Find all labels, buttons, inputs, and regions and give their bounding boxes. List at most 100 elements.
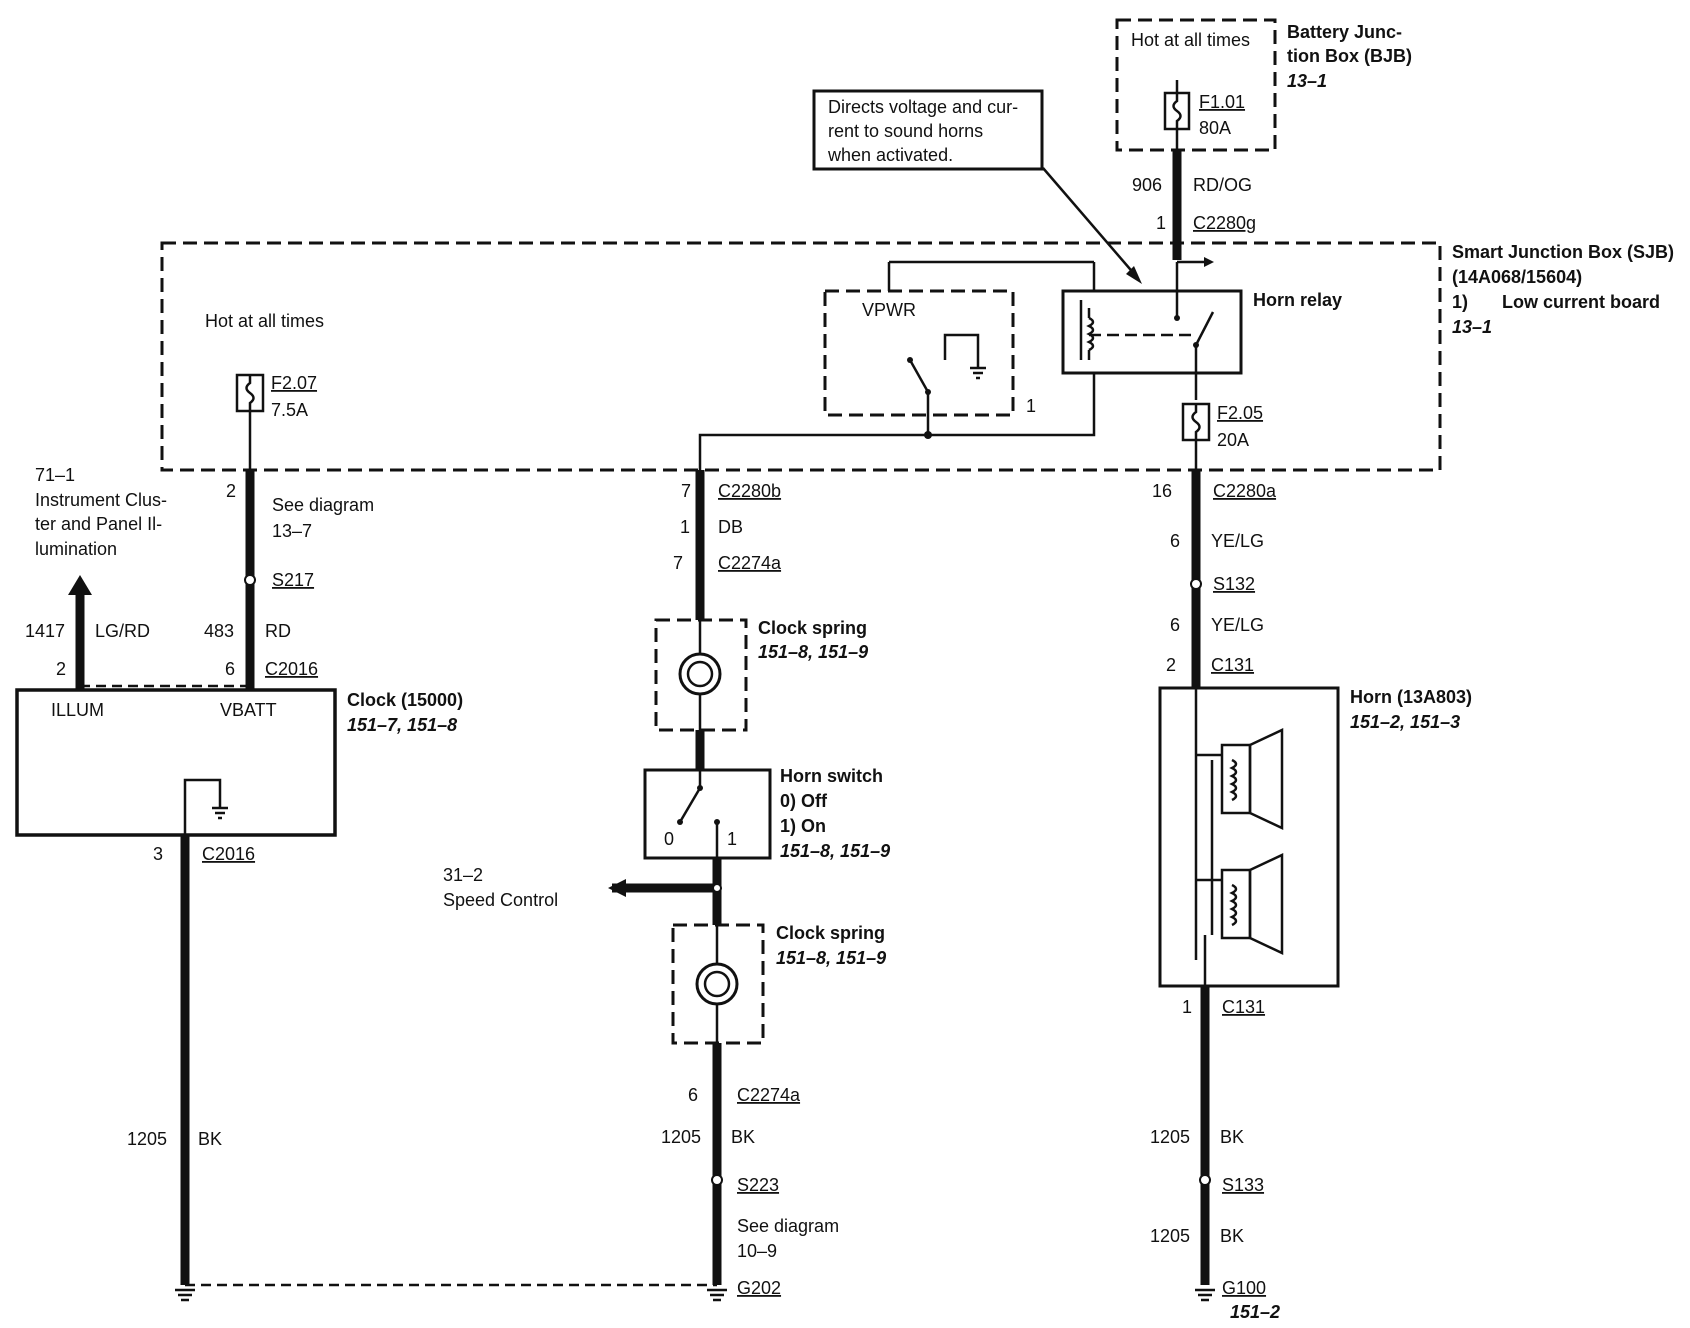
wire-1417-color: LG/RD — [95, 621, 150, 641]
horn-relay — [1061, 289, 1243, 375]
fuse-f101-element-icon — [1172, 93, 1182, 129]
ic-line3: lumination — [35, 539, 117, 559]
bjb-ref: 13–1 — [1287, 71, 1327, 91]
splice-s132-icon — [1190, 578, 1202, 590]
note-line3: when activated. — [827, 145, 953, 165]
connector-c2274a-bottom: C2274a — [737, 1085, 801, 1105]
wire-483-number: 483 — [204, 621, 234, 641]
ic-line2: ter and Panel Il- — [35, 514, 162, 534]
wire-1205-r1-number: 1205 — [1150, 1127, 1190, 1147]
connector-c2274a-top: C2274a — [718, 553, 782, 573]
pin-16-c2280a: 16 — [1152, 481, 1172, 501]
clock-spring-upper: Clock spring 151–8, 151–9 — [654, 618, 868, 732]
pin-c2280g: 1 — [1156, 213, 1166, 233]
horn-switch: 0 1 Horn switch 0) Off 1) On 151–8, 151–… — [643, 766, 890, 861]
sjb-hot-label: Hot at all times — [205, 311, 324, 331]
clock-name: Clock (15000) — [347, 690, 463, 710]
ic-line1: Instrument Clus- — [35, 490, 167, 510]
smart-junction-box: Smart Junction Box (SJB) (14A068/15604) … — [160, 241, 1674, 472]
fuse-f207-amp: 7.5A — [271, 400, 308, 420]
connector-c2016-bottom: C2016 — [202, 844, 255, 864]
splice-s223: S223 — [737, 1175, 779, 1195]
see-diagram-1: See diagram — [272, 495, 374, 515]
horn-switch-pos1: 1 — [727, 829, 737, 849]
vpwr-label: VPWR — [862, 300, 916, 320]
wire-1205-left-number: 1205 — [127, 1129, 167, 1149]
relay-contact-icon — [1194, 311, 1215, 346]
note-line1: Directs voltage and cur- — [828, 97, 1018, 117]
wire-yelg-a-number: 6 — [1170, 531, 1180, 551]
sjb-name-line2: (14A068/15604) — [1452, 267, 1582, 287]
connector-c2280b: C2280b — [718, 481, 781, 501]
wire-906-color: RD/OG — [1193, 175, 1252, 195]
splice-s217: S217 — [272, 570, 314, 590]
instrument-cluster-link: 71–1 Instrument Clus- ter and Panel Il- … — [25, 465, 167, 690]
clock-spring-lower-icon — [695, 962, 739, 1006]
connector-c2280a: C2280a — [1213, 481, 1277, 501]
wire-1205-r2-number: 1205 — [1150, 1226, 1190, 1246]
see-diagram-1-ref: 13–7 — [272, 521, 312, 541]
horn-switch-ref: 151–8, 151–9 — [780, 841, 890, 861]
speed-control-label: Speed Control — [443, 890, 558, 910]
horn-switch-pos0: 0 — [664, 829, 674, 849]
horn-switch-contact-icon — [678, 787, 702, 823]
clock-illum-pin: ILLUM — [51, 700, 104, 720]
bjb-name-line2: tion Box (BJB) — [1287, 46, 1412, 66]
splice-s217-icon — [244, 574, 256, 586]
pin-2-clock: 2 — [56, 659, 66, 679]
wire-db-number: 1 — [680, 517, 690, 537]
wire-yelg-b-color: YE/LG — [1211, 615, 1264, 635]
ic-ref: 71–1 — [35, 465, 75, 485]
fuse-f205-amp: 20A — [1217, 430, 1249, 450]
vpwr-switch-icon — [908, 359, 930, 393]
note-line2: rent to sound horns — [828, 121, 983, 141]
vpwr-pin: 1 — [1026, 396, 1036, 416]
clock-module: ILLUM VBATT Clock (15000) 151–7, 151–8 — [15, 688, 463, 837]
sjb-name-line1: Smart Junction Box (SJB) — [1452, 242, 1674, 262]
connector-c2016-top: C2016 — [265, 659, 318, 679]
wire-1205-mid-number: 1205 — [661, 1127, 701, 1147]
vpwr-box — [823, 289, 1015, 417]
fuse-f101-amp: 80A — [1199, 118, 1231, 138]
arrow-up-icon — [68, 575, 92, 595]
fuse-f207-label: F2.07 — [271, 373, 317, 393]
wire-906-number: 906 — [1132, 175, 1162, 195]
connector-c131-top: C131 — [1211, 655, 1254, 675]
wire-483-color: RD — [265, 621, 291, 641]
speed-control-ref: 31–2 — [443, 865, 483, 885]
fuse-f101-label: F1.01 — [1199, 92, 1245, 112]
see-diagram-2-ref: 10–9 — [737, 1241, 777, 1261]
ground-g100-ref: 151–2 — [1230, 1302, 1280, 1322]
clock-spring-upper-ref: 151–8, 151–9 — [758, 642, 868, 662]
relay-note-callout: Directs voltage and cur- rent to sound h… — [812, 89, 1142, 284]
sjb-item-index: 1) — [1452, 292, 1468, 312]
splice-s133-icon — [1199, 1174, 1211, 1186]
pin-2-c131: 2 — [1166, 655, 1176, 675]
pin-1-c131: 1 — [1182, 997, 1192, 1017]
sjb-board-label: Low current board — [1502, 292, 1660, 312]
wire-1417-number: 1417 — [25, 621, 65, 641]
horn-name: Horn (13A803) — [1350, 687, 1472, 707]
sjb-ref: 13–1 — [1452, 317, 1492, 337]
ground-g202: G202 — [737, 1278, 781, 1298]
connector-c131-bottom: C131 — [1222, 997, 1265, 1017]
clock-spring-lower: Clock spring 151–8, 151–9 — [671, 923, 886, 1045]
wire-db-color: DB — [718, 517, 743, 537]
horn-ref: 151–2, 151–3 — [1350, 712, 1460, 732]
horn-switch-on: 1) On — [780, 816, 826, 836]
pin-2-top: 2 — [226, 481, 236, 501]
wire-1205-left-color: BK — [198, 1129, 222, 1149]
fuse-f205-label: F2.05 — [1217, 403, 1263, 423]
horn-switch-label: Horn switch — [780, 766, 883, 786]
wire-1205-r2-color: BK — [1220, 1226, 1244, 1246]
wire-yelg-b-number: 6 — [1170, 615, 1180, 635]
battery-junction-box: Hot at all times Battery Junc- tion Box … — [1115, 18, 1412, 152]
pin-6-clock: 6 — [225, 659, 235, 679]
pin-3-clock: 3 — [153, 844, 163, 864]
arrow-head-icon — [1126, 266, 1142, 284]
splice-s223-icon — [711, 1174, 723, 1186]
horn-assembly: Horn (13A803) 151–2, 151–3 — [1158, 686, 1472, 988]
bjb-name-line1: Battery Junc- — [1287, 22, 1402, 42]
see-diagram-2: See diagram — [737, 1216, 839, 1236]
